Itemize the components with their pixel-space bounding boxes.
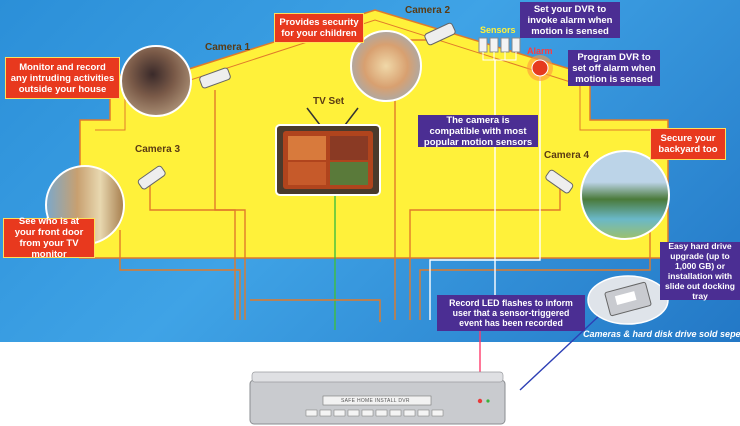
camera2-label: Camera 2 [405, 5, 451, 16]
camera-devices [137, 22, 574, 194]
dvr-button [361, 409, 374, 417]
tv-antenna-right [344, 107, 359, 126]
hard-drive [587, 275, 669, 325]
dvr-button [403, 409, 416, 417]
dvr-button [417, 409, 430, 417]
sensor-1 [478, 37, 488, 53]
camera4-label: Camera 4 [544, 150, 590, 161]
wire-backyard [419, 230, 651, 320]
dvr-buttons [305, 409, 444, 417]
camera1-body [199, 67, 231, 89]
dvr-button [333, 409, 346, 417]
footnote: Cameras & hard disk drive sold seperatel… [583, 329, 740, 339]
callout-hdd-upgrade: Easy hard drive upgrade (up to 1,000 GB)… [660, 241, 740, 301]
dvr-button [375, 409, 388, 417]
tv-set-label: TV Set [313, 96, 345, 107]
dvr-panel-text: SAFE HOME INSTALL DVR [341, 398, 410, 404]
dvr-power-led [486, 399, 490, 403]
dvr-top-face [251, 371, 504, 383]
wire-camera4 [409, 180, 561, 320]
dvr-unit [249, 371, 506, 425]
sensor-4 [511, 37, 521, 53]
sensor-3 [500, 37, 510, 53]
tv-quad-4 [330, 162, 368, 185]
dvr-button [305, 409, 318, 417]
dvr-button [347, 409, 360, 417]
camera1-label: Camera 1 [205, 42, 251, 53]
callout-dvr-program: Program DVR to set off alarm when motion… [568, 50, 660, 86]
photo-intruder [120, 45, 192, 117]
dvr-button [431, 409, 444, 417]
camera3-body [137, 165, 166, 190]
dvr-button [389, 409, 402, 417]
wire-front [119, 230, 241, 320]
alarm-device [527, 55, 553, 81]
camera2-body [424, 22, 456, 46]
tv-quad-2 [330, 136, 368, 160]
camera4-body [545, 169, 574, 194]
callout-record-led: Record LED flashes to inform user that a… [437, 295, 585, 331]
alarm-core [531, 59, 549, 77]
callout-backyard: Secure your backyard too [650, 128, 726, 160]
wire-blue-dvr [519, 314, 601, 391]
tv-antenna-left [306, 107, 321, 126]
wire-orange-low [250, 299, 381, 322]
hdd-label [614, 291, 637, 306]
dvr-record-led [477, 398, 483, 404]
callout-security: Provides security for your children [274, 13, 364, 43]
dvr-button [319, 409, 332, 417]
tv-quad-3 [288, 162, 326, 185]
callout-front-door: See who is at your front door from your … [3, 216, 95, 260]
sensors-array [478, 37, 521, 61]
dvr-display [322, 395, 432, 406]
callout-compatible: The camera is compatible with most popul… [418, 115, 538, 148]
sensor-2 [489, 37, 499, 53]
wire-camera3 [149, 185, 236, 320]
callout-monitor: Monitor and record any intruding activit… [5, 57, 120, 99]
sensors-label: Sensors [480, 25, 516, 35]
sensor-bus [482, 52, 517, 61]
house-inner-outline [95, 19, 655, 131]
tv-quad-1 [288, 136, 326, 160]
alarm-label: Alarm [527, 46, 553, 56]
wire-alarm [429, 75, 541, 320]
camera3-label: Camera 3 [135, 144, 181, 155]
photo-backyard [580, 150, 670, 240]
callout-dvr-invoke: Set your DVR to invoke alarm when motion… [520, 2, 620, 38]
tv-set [275, 107, 381, 196]
